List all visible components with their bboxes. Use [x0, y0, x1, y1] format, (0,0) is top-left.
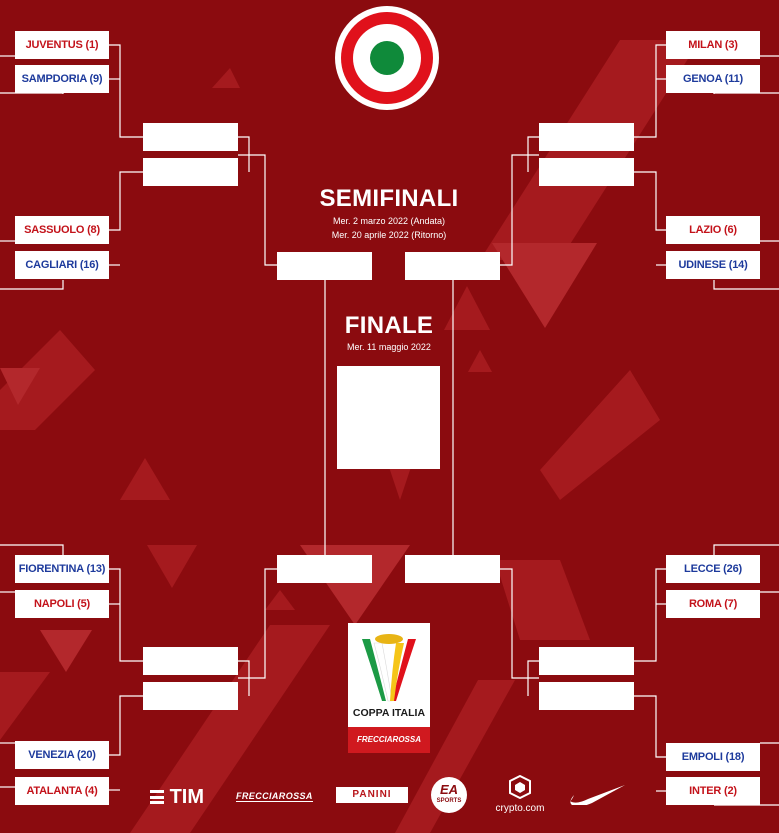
frecciarossa-banner-label: FRECCIAROSSA	[356, 735, 421, 744]
semifinal-date-first-leg: Mer. 2 marzo 2022 (Andata)	[332, 216, 446, 226]
quarterfinal-slot[interactable]	[539, 123, 634, 151]
team-atalanta[interactable]: ATALANTA (4)	[15, 777, 109, 805]
trophy-icon	[362, 634, 416, 702]
quarterfinal-slot[interactable]	[539, 682, 634, 710]
team-lazio[interactable]: LAZIO (6)	[666, 216, 760, 244]
crypto-com-logo: crypto.com	[490, 775, 550, 817]
team-inter[interactable]: INTER (2)	[666, 777, 760, 805]
quarterfinal-slot[interactable]	[143, 682, 238, 710]
quarterfinal-slot[interactable]	[539, 158, 634, 186]
tim-logo: TIM	[150, 786, 204, 809]
team-napoli[interactable]: NAPOLI (5)	[15, 590, 109, 618]
final-date: Mer. 11 maggio 2022	[347, 342, 431, 352]
team-lecce[interactable]: LECCE (26)	[666, 555, 760, 583]
final-slot[interactable]	[337, 366, 440, 469]
bg-stripe	[540, 370, 660, 500]
semifinal-slot[interactable]	[405, 252, 500, 280]
coppa-italia-label: COPPA ITALIA	[352, 707, 426, 719]
quarterfinal-slot[interactable]	[539, 647, 634, 675]
quarterfinal-slot[interactable]	[143, 123, 238, 151]
coppa-italia-cockade-logo	[335, 6, 439, 110]
team-empoli[interactable]: EMPOLI (18)	[666, 743, 760, 771]
bg-stripe	[130, 625, 330, 833]
bg-stripe	[395, 680, 515, 833]
frecciarossa-logo: FRECCIAROSSA	[236, 791, 313, 802]
bg-triangle	[444, 286, 490, 330]
bg-triangle	[492, 243, 597, 328]
crypto-shield-icon	[509, 775, 531, 799]
team-fiorentina[interactable]: FIORENTINA (13)	[15, 555, 109, 583]
bg-stripe	[0, 330, 95, 430]
coppa-italia-logo-card: COPPA ITALIA FRECCIAROSSA	[348, 623, 430, 753]
bg-triangle	[147, 545, 197, 588]
team-genoa[interactable]: GENOA (11)	[666, 65, 760, 93]
team-milan[interactable]: MILAN (3)	[666, 31, 760, 59]
bg-stripe	[495, 560, 590, 640]
bg-triangle	[265, 590, 295, 610]
bg-triangle	[468, 350, 492, 372]
team-cagliari[interactable]: CAGLIARI (16)	[15, 251, 109, 279]
team-juventus[interactable]: JUVENTUS (1)	[15, 31, 109, 59]
team-venezia[interactable]: VENEZIA (20)	[15, 741, 109, 769]
bg-triangle	[120, 458, 170, 500]
final-title: FINALE	[344, 312, 434, 339]
team-sampdoria[interactable]: SAMPDORIA (9)	[15, 65, 109, 93]
bg-triangle	[212, 68, 240, 88]
quarterfinal-slot[interactable]	[143, 647, 238, 675]
quarterfinal-slot[interactable]	[143, 158, 238, 186]
frecciarossa-banner: FRECCIAROSSA	[348, 727, 430, 753]
semifinal-slot[interactable]	[277, 555, 372, 583]
semifinal-slot[interactable]	[405, 555, 500, 583]
tim-icon	[150, 790, 164, 804]
semifinal-slot[interactable]	[277, 252, 372, 280]
semifinal-title: SEMIFINALI	[319, 185, 459, 212]
bg-stripe	[0, 672, 50, 740]
bg-triangle	[40, 630, 92, 672]
nike-swoosh-logo	[570, 785, 625, 805]
bg-triangle	[0, 368, 40, 405]
team-roma[interactable]: ROMA (7)	[666, 590, 760, 618]
team-sassuolo[interactable]: SASSUOLO (8)	[15, 216, 109, 244]
panini-logo: PANINI	[336, 787, 408, 803]
semifinal-date-second-leg: Mer. 20 aprile 2022 (Ritorno)	[331, 230, 447, 240]
team-udinese[interactable]: UDINESE (14)	[666, 251, 760, 279]
ea-sports-logo: EA SPORTS	[431, 777, 467, 813]
